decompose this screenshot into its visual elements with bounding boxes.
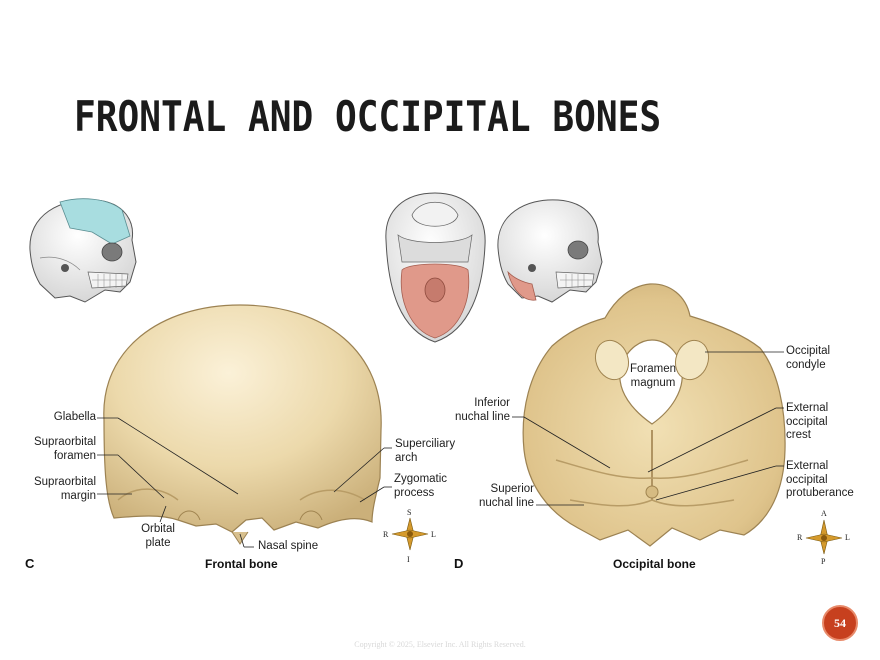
panel-letter-d: D xyxy=(454,556,464,571)
slide-title: FRONTAL AND OCCIPITAL BONES xyxy=(74,92,662,141)
label-inferior-nuchal-line: Inferior nuchal line xyxy=(455,397,510,423)
label-supraorbital-margin: Supraorbital margin xyxy=(33,476,96,502)
label-zygomatic-process: Zygomatic process xyxy=(394,473,448,499)
label-orbital-plate: Orbital plate xyxy=(141,523,175,549)
compass-frontal-bottom: I xyxy=(407,555,410,564)
label-glabella: Glabella xyxy=(53,411,96,423)
occipital-leader-lines xyxy=(512,351,784,506)
label-nasal-spine: Nasal spine xyxy=(258,540,319,552)
page-number-badge: 54 xyxy=(822,605,858,641)
compass-frontal-right: L xyxy=(431,530,436,539)
label-superciliary-arch: Superciliary arch xyxy=(395,438,456,464)
compass-frontal-top: S xyxy=(407,508,412,517)
label-external-occipital-crest: External occipital crest xyxy=(786,402,829,441)
compass-frontal-left: R xyxy=(383,530,389,539)
compass-rose-frontal xyxy=(391,517,429,551)
frontal-leader-lines xyxy=(97,417,392,548)
skull-lateral-occipital-thumbnail xyxy=(497,199,603,303)
compass-occipital-right: L xyxy=(845,533,850,542)
compass-occipital-top: A xyxy=(821,509,827,518)
label-occipital-condyle: Occipital condyle xyxy=(786,345,831,371)
caption-frontal-bone: Frontal bone xyxy=(205,557,278,571)
frontal-bone-drawing xyxy=(103,304,382,545)
compass-occipital-left: R xyxy=(797,533,803,542)
label-superior-nuchal-line: Superior nuchal line xyxy=(479,483,534,509)
occipital-bone-drawing xyxy=(522,283,786,547)
skull-inferior-thumbnail xyxy=(385,192,486,343)
skull-lateral-frontal-thumbnail xyxy=(29,198,137,303)
label-external-occipital-protuberance: External occipital protuberance xyxy=(786,460,854,499)
copyright-footer: Copyright © 2025, Elsevier Inc. All Righ… xyxy=(354,640,526,649)
panel-letter-c: C xyxy=(25,556,35,571)
label-supraorbital-foramen: Supraorbital foramen xyxy=(33,436,96,462)
label-foramen-magnum: Foramen magnum xyxy=(629,363,677,389)
caption-occipital-bone: Occipital bone xyxy=(613,557,696,571)
compass-occipital-bottom: P xyxy=(821,557,826,566)
compass-rose-occipital xyxy=(805,519,843,555)
